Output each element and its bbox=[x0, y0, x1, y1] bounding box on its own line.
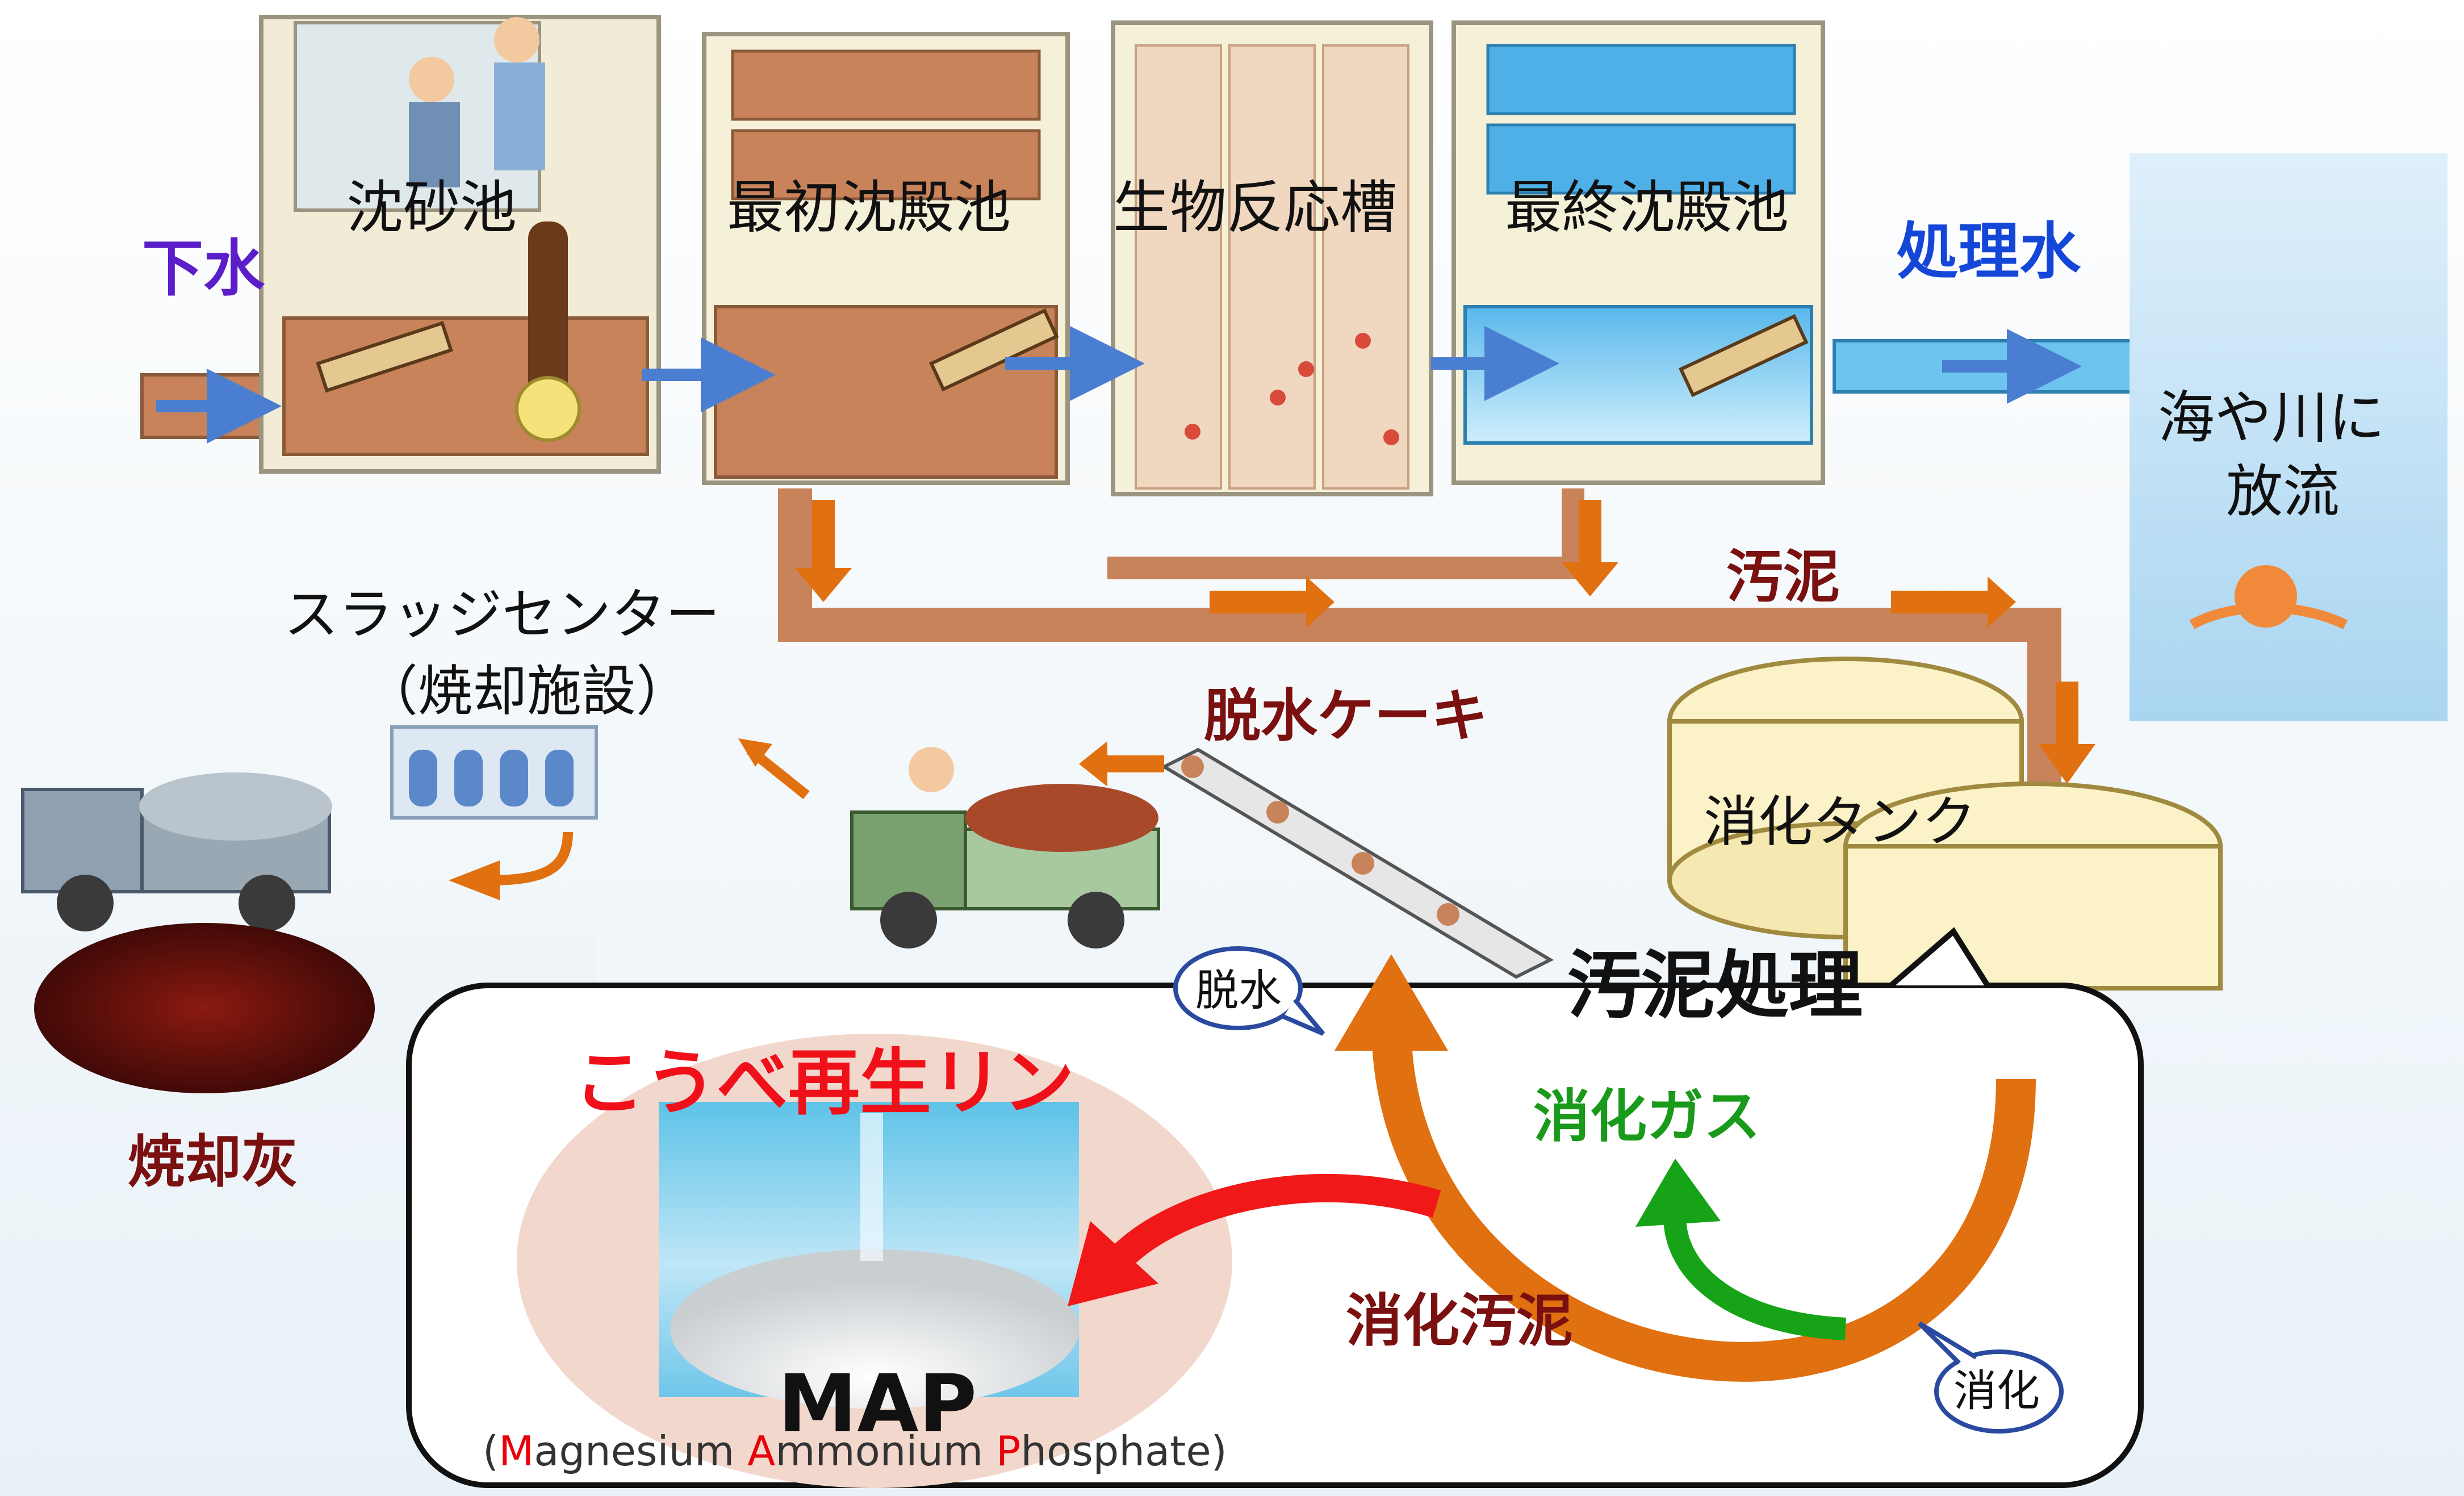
sludge-cycle-arrow bbox=[1371, 1022, 2036, 1382]
label-saisho: 最初沈殿池 bbox=[727, 174, 1011, 241]
label-chinsachi: 沈砂池 bbox=[346, 174, 517, 241]
map-full-segment: ( bbox=[483, 1427, 499, 1475]
incinerated-ash-pile bbox=[34, 923, 375, 1093]
label-umiyakawa-1: 海や川に bbox=[2158, 385, 2385, 451]
label-umiyakawa-2: 放流 bbox=[2226, 458, 2340, 525]
label-sludge-center: スラッジセンター bbox=[284, 583, 720, 646]
label-saishu: 最終沈殿池 bbox=[1505, 174, 1789, 241]
octopus-icon bbox=[2235, 565, 2297, 628]
label-map: MAP bbox=[778, 1358, 977, 1451]
water-flow-arrows bbox=[156, 326, 2082, 444]
ash-truck-icon bbox=[21, 772, 332, 931]
map-full-segment: hosphate) bbox=[1020, 1427, 1227, 1475]
label-map-full: (Magnesium Ammonium Phosphate) bbox=[483, 1427, 1227, 1475]
map-full-segment: M bbox=[499, 1427, 534, 1475]
sea-river-panel bbox=[2130, 153, 2448, 721]
digestion-bubble bbox=[1934, 1349, 2064, 1434]
digestion-tanks bbox=[1667, 657, 2223, 991]
dewatering-belt bbox=[1160, 747, 1554, 979]
label-odei-shori: 汚泥処理 bbox=[1567, 942, 1863, 1029]
label-shoka-tank: 消化タンク bbox=[1704, 790, 1976, 854]
label-seibutsu: 生物反応槽 bbox=[1113, 174, 1397, 241]
label-dassui: 脱水 bbox=[1195, 965, 1282, 1016]
map-full-segment: mmonium bbox=[775, 1427, 996, 1475]
label-dassui-cake: 脱水ケーキ bbox=[1204, 683, 1488, 749]
label-kobe-rin: こうべ再生リン bbox=[574, 1041, 1074, 1125]
label-odei: 汚泥 bbox=[1726, 544, 1840, 610]
label-gesui: 下水 bbox=[142, 233, 265, 304]
label-shoka-odei: 消化汚泥 bbox=[1346, 1288, 1573, 1354]
label-shokyakubai: 焼却灰 bbox=[128, 1129, 298, 1195]
map-full-segment: P bbox=[996, 1427, 1020, 1475]
map-full-segment: agnesium bbox=[534, 1427, 747, 1475]
recycle-phosphorus-arrow bbox=[1102, 1173, 1441, 1276]
map-full-segment: A bbox=[747, 1427, 775, 1475]
label-shoka-gas: 消化ガス bbox=[1533, 1083, 1760, 1150]
label-shoka: 消化 bbox=[1953, 1365, 2040, 1416]
label-shorisui: 処理水 bbox=[1897, 216, 2081, 287]
cake-truck-icon bbox=[850, 747, 1160, 948]
sludge-flow-arrows bbox=[449, 500, 2095, 900]
sludge-center-building bbox=[390, 725, 598, 820]
treatment-plant bbox=[140, 15, 2148, 784]
digestion-gas-arrow bbox=[1663, 1209, 1846, 1340]
dewatering-bubble bbox=[1173, 946, 1303, 1030]
label-incineration-facility: （焼却施設） bbox=[363, 659, 691, 723]
